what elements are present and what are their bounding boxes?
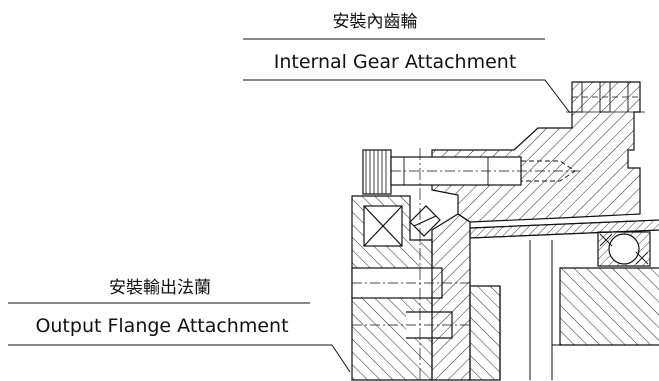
internal-gear-callout: 安裝內齒輪 Internal Gear Attachment xyxy=(243,12,571,114)
cap-screw xyxy=(362,149,580,195)
crossed-roller-bearing xyxy=(363,205,441,247)
output-flange-leader-line xyxy=(8,344,351,373)
output-flange-label-zh: 安裝輸出法蘭 xyxy=(109,278,211,298)
carrier-plate xyxy=(431,213,471,381)
internal-gear-leader-line xyxy=(243,79,571,114)
sleeve-fill xyxy=(469,219,659,239)
output-flange-callout: 安裝輸出法蘭 Output Flange Attachment xyxy=(8,278,351,373)
internal-gear-label-zh: 安裝內齒輪 xyxy=(333,12,418,32)
output-flange-label-en: Output Flange Attachment xyxy=(35,315,288,337)
ball-bearing xyxy=(597,231,651,267)
cross-section xyxy=(351,81,659,381)
hub-lower-right xyxy=(559,267,659,346)
planet-pin-block xyxy=(469,285,501,381)
internal-gear-housing xyxy=(431,81,641,223)
internal-gear-label-en: Internal Gear Attachment xyxy=(274,51,517,73)
hub-bore xyxy=(551,344,659,380)
